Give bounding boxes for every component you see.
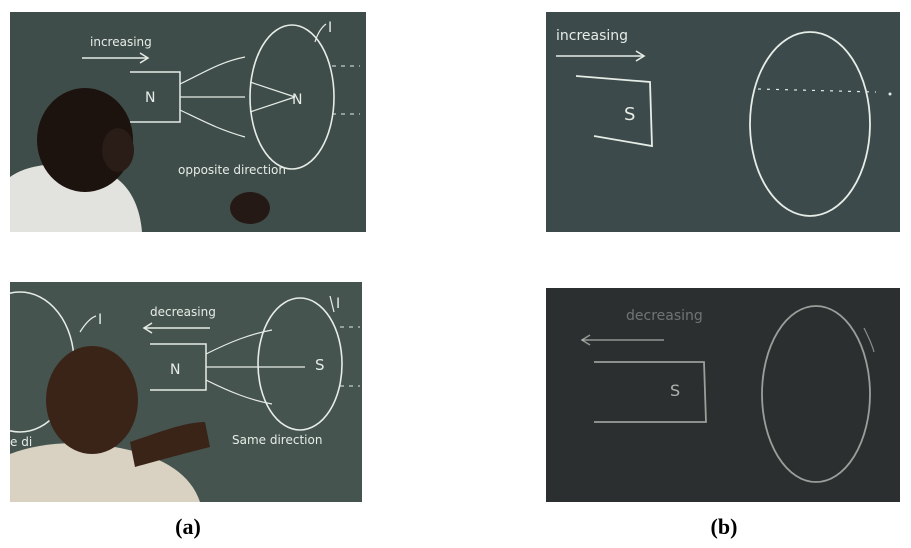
- magnet-pole: S: [624, 104, 635, 125]
- caption-left: (a): [175, 514, 201, 539]
- current-label-left: I: [98, 312, 102, 328]
- magnet-pole: N: [170, 362, 180, 378]
- motion-label: decreasing: [150, 305, 216, 319]
- chalkboard-bottom-left: I decreasing N S I Same direction e di: [10, 282, 362, 502]
- magnet-outline: [594, 361, 707, 423]
- coil-loop: [761, 305, 871, 483]
- magnet-outline: [575, 75, 653, 148]
- direction-note: Same direction: [232, 433, 322, 447]
- chalkboard-top-left: increasing N N I opposite direction: [10, 12, 366, 232]
- induced-pole: N: [292, 92, 302, 108]
- chalkboard-bottom-right: decreasing S: [546, 288, 900, 502]
- magnet-pole: S: [670, 381, 680, 400]
- current-label: I: [328, 20, 332, 36]
- current-label-right: I: [336, 296, 340, 312]
- person-hand: [230, 192, 270, 224]
- motion-label: decreasing: [626, 308, 703, 324]
- direction-note: opposite direction: [178, 163, 286, 177]
- photo-bottom-right: decreasing S: [546, 288, 900, 502]
- motion-label: increasing: [556, 28, 628, 44]
- coil-loop: [257, 297, 343, 431]
- coil-loop: [249, 24, 335, 170]
- magnet-pole: N: [145, 90, 155, 106]
- photo-top-left: increasing N N I opposite direction: [10, 12, 366, 232]
- person-arm: [130, 422, 210, 467]
- chalkboard-top-right: increasing S: [546, 12, 900, 232]
- photo-top-right: increasing S: [546, 12, 900, 232]
- direction-note-fragment: e di: [10, 435, 32, 449]
- person-head: [46, 346, 138, 454]
- motion-label: increasing: [90, 35, 152, 49]
- coil-loop: [749, 31, 871, 217]
- photo-bottom-left: I decreasing N S I Same direction e di: [10, 282, 362, 502]
- caption-right: (b): [710, 514, 738, 539]
- induced-pole: S: [315, 356, 325, 374]
